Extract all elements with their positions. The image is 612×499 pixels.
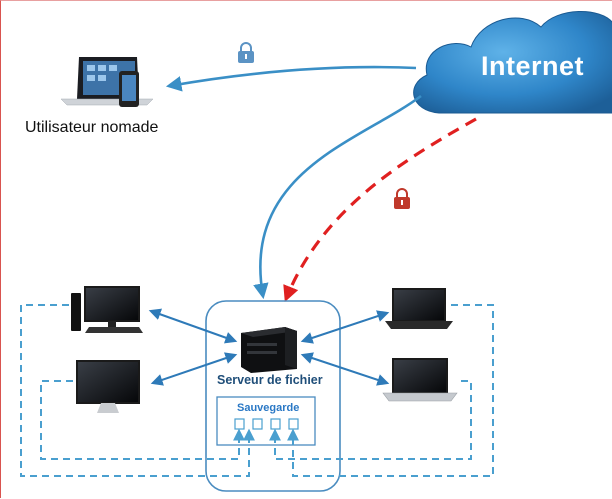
internet-label: Internet bbox=[481, 51, 585, 81]
secure-link-server bbox=[253, 94, 422, 300]
laptop-silver-icon bbox=[382, 358, 458, 402]
padlock-icon bbox=[238, 42, 254, 63]
cloud-icon bbox=[413, 11, 612, 114]
laptop-phone-icon bbox=[60, 57, 154, 107]
backup-network-lines bbox=[20, 304, 494, 477]
lan-links bbox=[148, 308, 390, 386]
backup-label: Sauvegarde bbox=[237, 402, 300, 414]
padlock-icon bbox=[394, 188, 410, 209]
nas-server-icon bbox=[241, 327, 297, 373]
file-server-label: Serveur de fichier bbox=[217, 373, 323, 387]
backup-slots bbox=[234, 418, 299, 430]
imac-icon bbox=[76, 360, 140, 413]
server-zone bbox=[205, 300, 341, 492]
laptop-icon bbox=[385, 288, 453, 329]
nomad-user-label: Utilisateur nomade bbox=[25, 119, 159, 136]
desktop-pc-icon bbox=[71, 286, 143, 333]
insecure-link bbox=[283, 117, 477, 302]
secure-link-nomad bbox=[165, 65, 417, 92]
